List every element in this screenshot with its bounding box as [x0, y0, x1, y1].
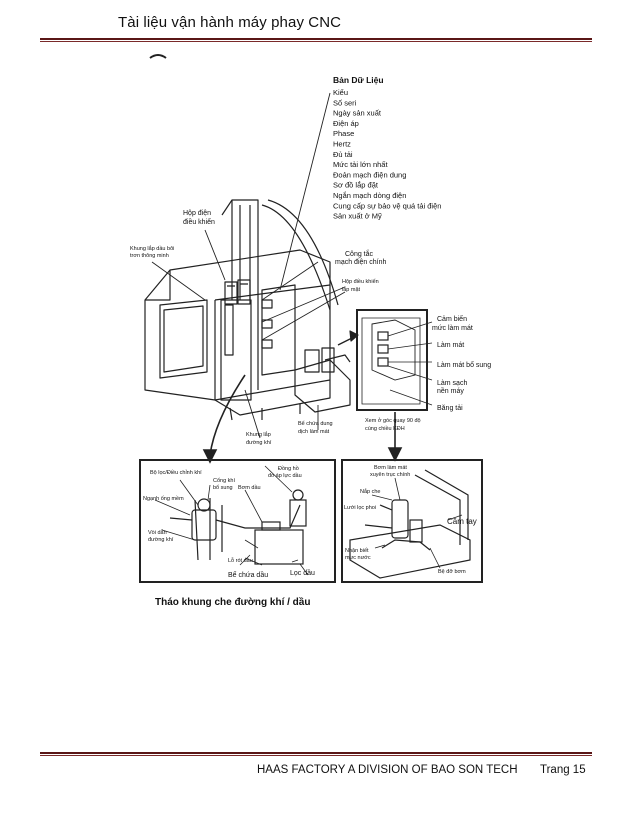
pump-handle: Cầm tay [447, 517, 477, 526]
air-gauge-2: đo áp lực dầu [268, 473, 302, 479]
coolant-aux: Làm mát bổ sung [437, 361, 491, 369]
air-oil-filter: Lọc dầu [290, 568, 315, 577]
header-rule-thin [40, 41, 592, 42]
data-plate-item: Đoản mạch điện dung [333, 170, 406, 179]
pump-cover: Nắp che [360, 488, 381, 495]
air-inlet-2: đường khí [148, 537, 174, 543]
data-plate-item: Sơ đồ lắp đặt [333, 181, 379, 190]
pump-tsc-2: xuyên trục chính [370, 472, 410, 478]
machine-drawing [144, 54, 359, 439]
data-plate-item: Kiểu [333, 88, 348, 97]
label-lube-frame-1: Khung lắp dầu bôi [130, 245, 174, 252]
label-rotate-note-2: cùng chiều KĐH [365, 426, 405, 432]
pump-stand: Bệ đỡ bơm [438, 569, 466, 575]
header-rule [40, 38, 592, 40]
pump-tsc-1: Bơm làm mát [374, 465, 407, 471]
label-coolant-tank-2: dịch làm mát [298, 429, 330, 435]
label-coolant-tank-1: Bể chứa dung [298, 420, 333, 427]
data-plate-item: Mức tải lớn nhất [333, 160, 388, 169]
detail-arrows [202, 374, 403, 464]
data-plate-item: Số seri [333, 98, 357, 107]
air-hose-fitting: Ngạnh ống mềm [143, 496, 184, 502]
air-detail-caption: Tháo khung che đường khí / dầu [155, 596, 310, 608]
label-air-frame-2: đường khí [246, 440, 272, 446]
coolant-clean-2: nền máy [437, 386, 464, 395]
data-plate-item: Hertz [333, 140, 351, 149]
data-plate-item: Ngắn mạch dòng điện [333, 191, 406, 200]
label-control-box-2: điều khiển [183, 217, 215, 226]
coolant-sensor-2: mức làm mát [432, 325, 473, 332]
data-plate-item: Phase [333, 129, 354, 138]
data-plate-item: Đủ tải [333, 150, 353, 159]
label-main-switch-1: Công tắc [345, 249, 374, 258]
air-filter-label: Bộ lọc/Điều chỉnh khí [150, 469, 202, 476]
air-inlet-1: Vòi dẫn [148, 529, 167, 536]
data-plate-title: Bản Dữ Liệu [333, 75, 384, 85]
pump-inset [341, 459, 483, 583]
data-plate-item: Cung cấp sự bảo vệ quá tải điện [333, 201, 441, 210]
coolant-coolant: Làm mát [437, 342, 464, 349]
footer-company: HAAS FACTORY A DIVISION OF BAO SON TECH [257, 764, 518, 776]
pump-level-1: Nhận biết [345, 548, 369, 554]
footer-rule [40, 752, 592, 754]
air-port-2: bổ sung [213, 484, 233, 491]
coolant-sensor-1: Cảm biến [437, 314, 467, 323]
coolant-conveyor: Băng tải [437, 405, 463, 412]
coolant-clean-1: Làm sạch [437, 380, 467, 387]
label-control-box2-1: Hộp điều khiển [342, 278, 379, 285]
air-oil-tank: Bể chứa dầu [228, 570, 268, 579]
coolant-inset-frame [356, 309, 433, 411]
air-oil-inset [139, 459, 336, 583]
label-control-box-1: Hộp điện [183, 210, 211, 217]
page-header-title: Tài liệu vận hành máy phay CNC [118, 14, 342, 31]
label-control-box2-2: lắp mặt [342, 286, 361, 293]
data-plate-item: Ngày sản xuất [333, 109, 382, 118]
data-plate-item: Sản xuất ở Mỹ [333, 212, 382, 221]
pump-level-2: mực nước [345, 555, 371, 561]
footer-rule-thin [40, 755, 592, 756]
air-oil-pump: Bơm dầu [238, 485, 261, 491]
air-gauge-1: Đồng hồ [278, 466, 299, 472]
air-oil-fill: Lỗ rót dầu [228, 557, 253, 564]
label-main-switch-2: mạch điện chính [335, 259, 386, 266]
label-air-frame-1: Khung lắp [246, 431, 271, 438]
label-lube-frame-2: trơn thông minh [130, 253, 169, 259]
data-plate-item: Điện áp [333, 119, 359, 128]
label-rotate-note-1: Xem ở góc quay 90 độ [365, 417, 421, 424]
air-port-1: Cổng khí [213, 477, 235, 484]
pump-chip-screen: Lưới lọc phoi [344, 505, 376, 511]
footer-page-number: Trang 15 [540, 764, 586, 776]
